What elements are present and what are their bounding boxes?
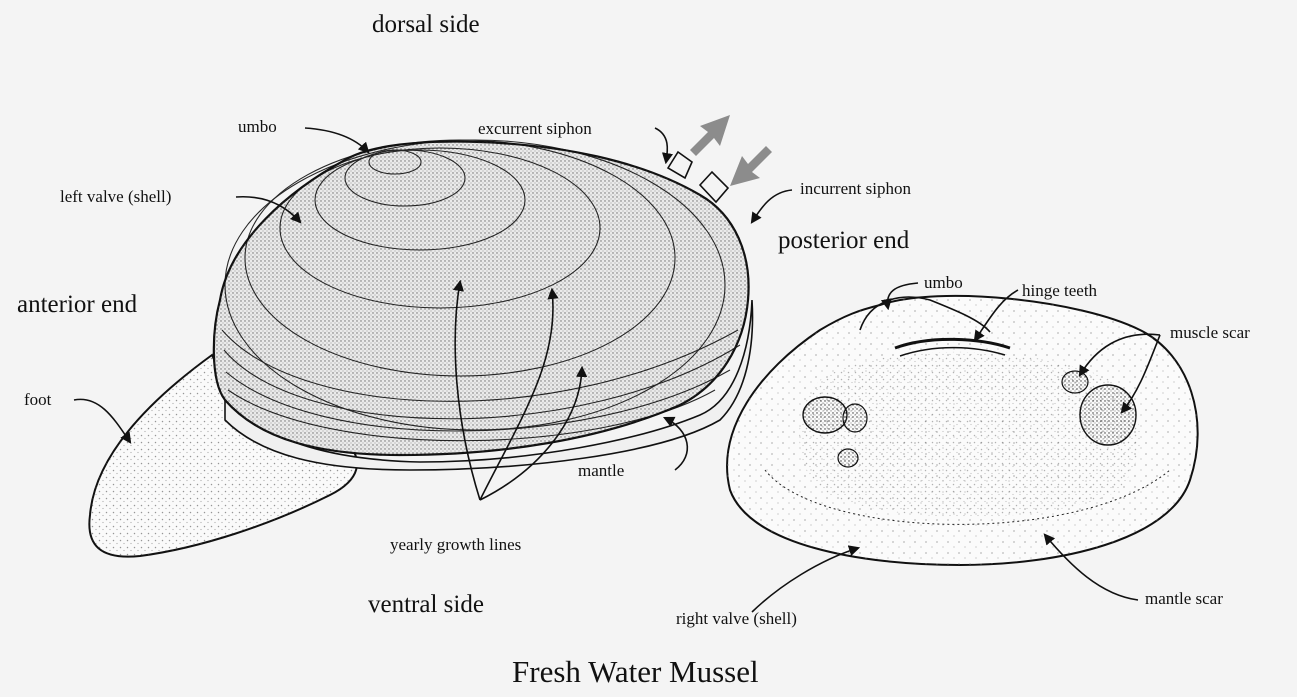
ventral-side-label: ventral side bbox=[368, 592, 484, 617]
left-valve-shape bbox=[214, 140, 749, 455]
muscle-scar-label: muscle scar bbox=[1170, 324, 1250, 341]
right-valve-label: right valve (shell) bbox=[676, 610, 797, 627]
posterior-end-label: posterior end bbox=[778, 228, 909, 253]
umbo-right-label: umbo bbox=[924, 274, 963, 291]
mantle-scar-label: mantle scar bbox=[1145, 590, 1223, 607]
pointer-excurrent bbox=[655, 128, 667, 162]
left-valve-label: left valve (shell) bbox=[60, 188, 171, 205]
mantle-label: mantle bbox=[578, 462, 624, 479]
incurrent-siphon-label: incurrent siphon bbox=[800, 180, 911, 197]
yearly-growth-lines-label: yearly growth lines bbox=[390, 536, 521, 553]
dorsal-side-label: dorsal side bbox=[372, 12, 480, 37]
excurrent-siphon-label: excurrent siphon bbox=[478, 120, 592, 137]
pointer-right-valve bbox=[752, 548, 858, 612]
foot-label: foot bbox=[24, 391, 51, 408]
diagram-title: Fresh Water Mussel bbox=[512, 656, 759, 687]
water-flow-arrows bbox=[690, 115, 772, 186]
pointer-foot bbox=[74, 399, 130, 442]
anterior-end-label: anterior end bbox=[17, 292, 137, 317]
hinge-teeth-label: hinge teeth bbox=[1022, 282, 1097, 299]
pointer-umbo-left bbox=[305, 128, 368, 152]
pointer-incurrent bbox=[752, 190, 792, 222]
umbo-left-label: umbo bbox=[238, 118, 277, 135]
